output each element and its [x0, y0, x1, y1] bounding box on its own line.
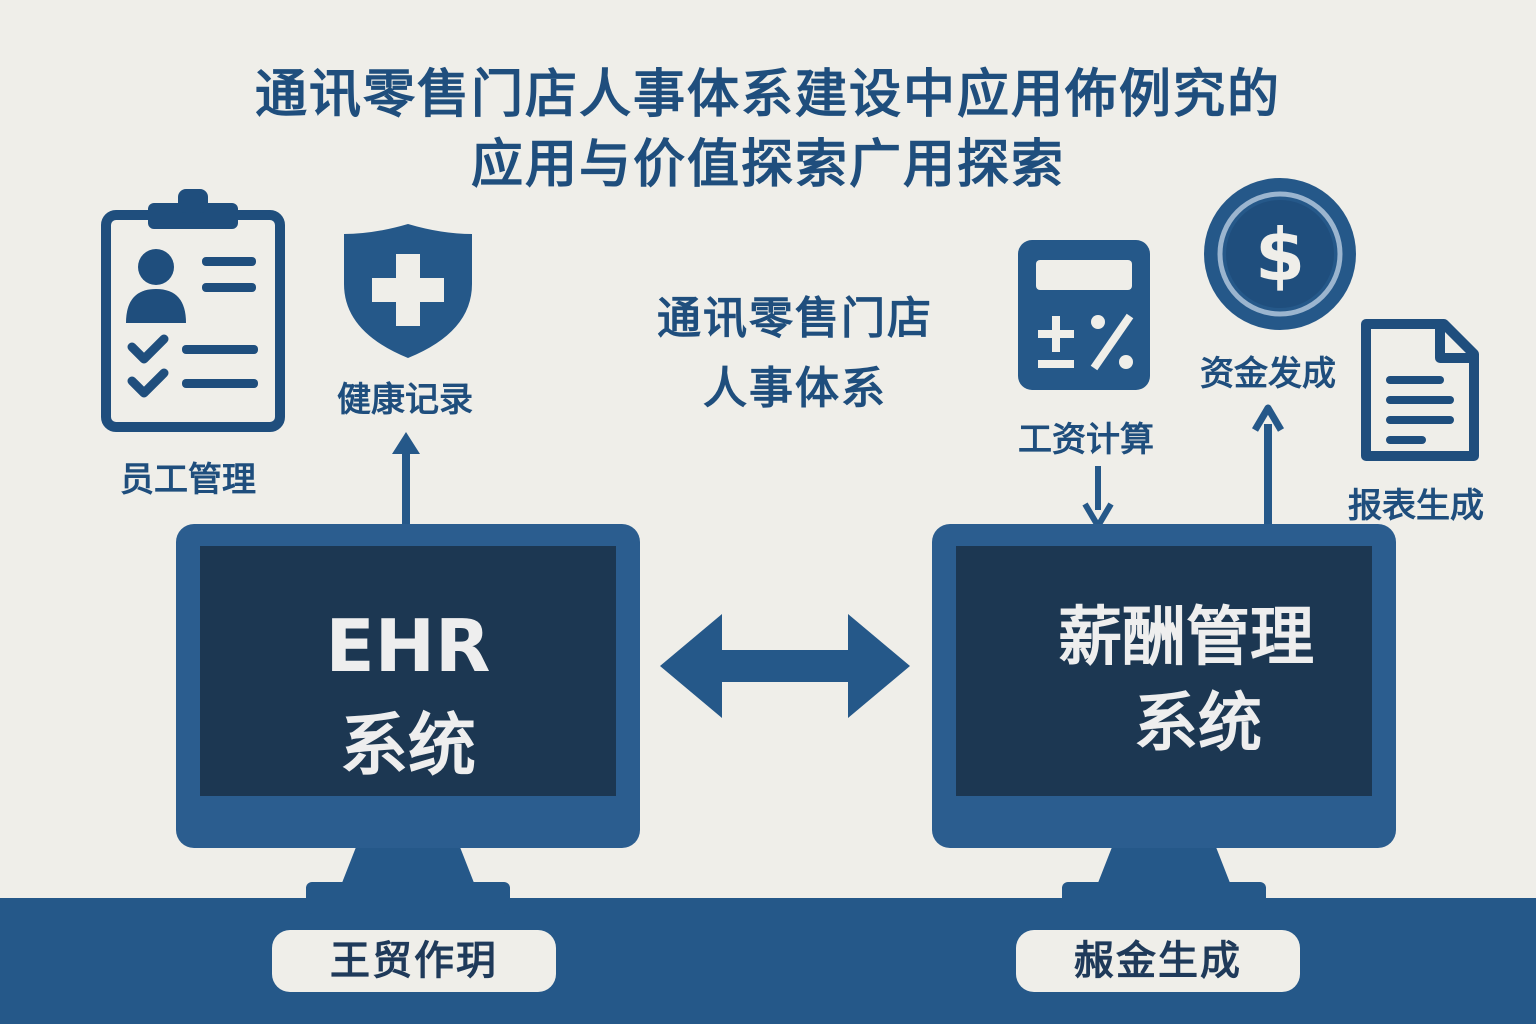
- title-line-1: 通讯零售门店人事体系建设中应用佈例究的: [254, 65, 1281, 125]
- ehr-monitor: [176, 524, 640, 914]
- label-employee: 员工管理: [120, 460, 256, 500]
- ehr-pill: 王贸作玥: [272, 930, 556, 992]
- label-payment: 资金发成: [1200, 354, 1336, 394]
- center-label-line-1: 通讯零售门店: [657, 293, 933, 344]
- salary-title: 薪酬管理: [1058, 601, 1314, 675]
- ehr-title: EHR: [325, 604, 491, 688]
- center-label-line-2: 人事体系: [703, 363, 887, 414]
- ehr-subtitle: 系统: [339, 707, 476, 786]
- arrow-up-icon: [392, 432, 420, 528]
- label-salary-calc: 工资计算: [1018, 420, 1154, 460]
- title-line-2: 应用与价值探索广用探索: [470, 135, 1065, 195]
- double-arrow-icon: [660, 614, 910, 718]
- document-icon: [1361, 319, 1479, 461]
- label-report: 报表生成: [1348, 486, 1484, 526]
- arrow-up-icon: [1251, 404, 1285, 528]
- shield-plus-icon: [344, 224, 472, 358]
- label-health: 健康记录: [337, 380, 473, 420]
- salary-monitor: [932, 524, 1396, 914]
- salary-pill: 赧金生成: [1016, 930, 1300, 992]
- clipboard-icon: [101, 189, 285, 432]
- salary-subtitle: 系统: [1134, 687, 1262, 761]
- bottom-bar: [0, 898, 1536, 1024]
- calculator-icon: [1018, 240, 1150, 390]
- svg-text:$: $: [1255, 213, 1305, 297]
- dollar-coin-icon: $: [1204, 178, 1356, 330]
- arrow-down-icon: [1082, 466, 1114, 529]
